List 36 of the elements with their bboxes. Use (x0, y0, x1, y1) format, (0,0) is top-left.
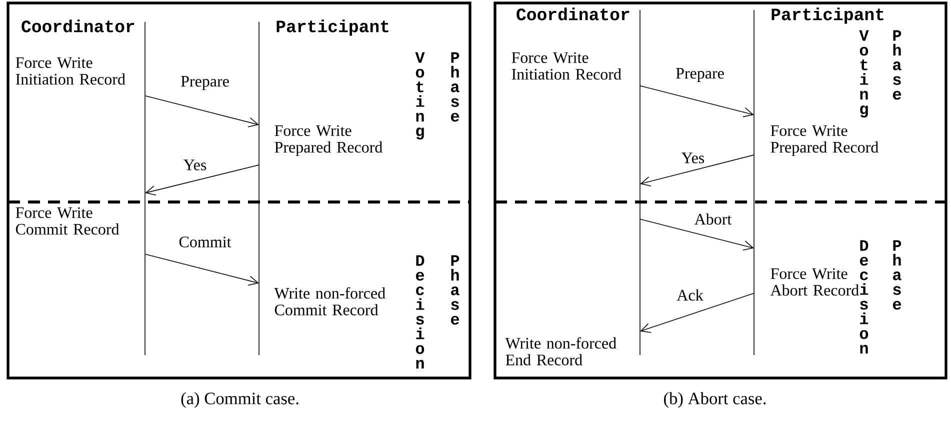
lifeline-header: Participant (772, 8, 884, 24)
phase-label: Voting (415, 52, 425, 140)
message-arrow (640, 218, 754, 251)
panel-frame (6, 2, 472, 380)
edge-label: Prepare (674, 66, 726, 84)
log-record-text: Force Write Initiation Record (512, 52, 622, 80)
phase-label: Phase (450, 255, 460, 325)
edge-label: Prepare (179, 74, 231, 92)
edge-label: Yes (680, 151, 706, 165)
panel-caption: (b) Abort case. (664, 392, 766, 408)
log-record-text: Write non-forced End Record (505, 337, 616, 366)
log-record-text: Force Write Commit Record (16, 207, 120, 235)
panel-frame (494, 2, 948, 380)
message-arrow (640, 154, 754, 186)
edge-label: Abort (693, 212, 733, 226)
log-record-text: Force Write Abort Record (770, 268, 859, 296)
lifeline-header: Participant (276, 20, 388, 36)
log-record-text: Write non-forced Commit Record (274, 287, 386, 316)
phase-label: Phase (450, 52, 460, 122)
phase-label: Decision (860, 240, 868, 354)
log-record-text: Force Write Initiation Record (16, 57, 126, 85)
message-arrow (640, 292, 754, 333)
phase-label: Decision (416, 255, 424, 368)
edge-label: Yes (182, 158, 208, 172)
log-record-text: Force Write Prepared Record (770, 125, 878, 156)
edge-label: Commit (177, 235, 233, 249)
edge-label: Ack (675, 288, 705, 302)
log-record-text: Force Write Prepared Record (274, 125, 382, 156)
panel-caption: (a) Commit case. (181, 392, 298, 408)
lifeline-header: Coordinator (22, 20, 134, 32)
message-arrow (145, 164, 260, 196)
message-arrow (640, 85, 754, 118)
message-arrow (144, 95, 259, 128)
lifeline-header: Coordinator (516, 8, 630, 20)
message-arrow (144, 254, 259, 286)
phase-label: Voting (859, 30, 869, 118)
